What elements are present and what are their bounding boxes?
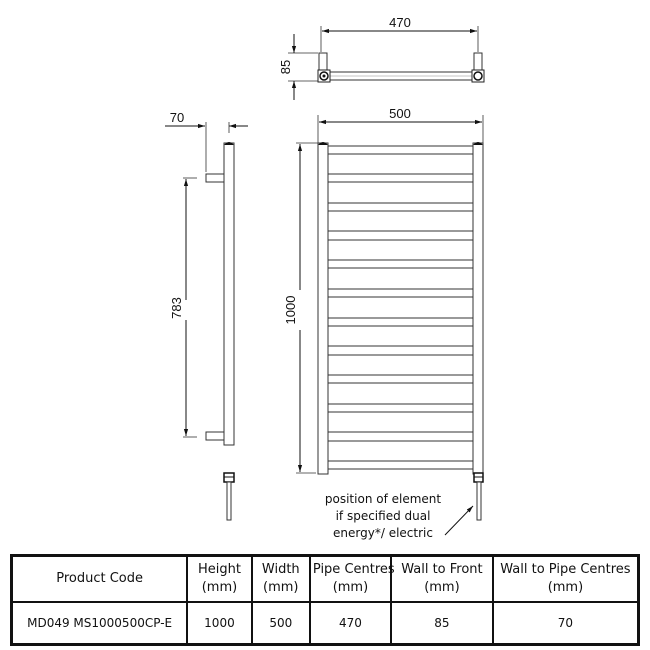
table-row: MD049 MS1000500CP-E 1000 500 470 85 70 — [10, 601, 640, 646]
header-wall-to-front: Wall to Front(mm) — [389, 554, 494, 603]
width-dimension: 500 — [389, 106, 411, 121]
header-width: Width(mm) — [250, 554, 311, 603]
svg-text:energy*/ electric: energy*/ electric — [333, 526, 433, 540]
wall-to-front-dimension: 85 — [278, 60, 293, 74]
header-wall-to-pipe-centres: Wall to Pipe Centres(mm) — [491, 554, 640, 603]
cell-pipe-centres: 470 — [308, 601, 392, 646]
rails — [328, 145, 473, 470]
header-height: Height(mm) — [186, 554, 253, 603]
top-view: 470 85 — [278, 15, 485, 100]
table-header-row: Product Code Height(mm) Width(mm) Pipe C… — [10, 554, 640, 603]
technical-drawing: 470 85 70 783 — [165, 15, 485, 540]
cell-wall-to-front: 85 — [389, 601, 494, 646]
height-dimension: 1000 — [283, 296, 298, 325]
side-view: 70 783 — [165, 110, 248, 521]
cell-width: 500 — [250, 601, 311, 646]
svg-text:if specified dual: if specified dual — [336, 509, 431, 523]
bracket-spacing-dimension: 783 — [169, 297, 184, 319]
cell-height: 1000 — [186, 601, 253, 646]
header-pipe-centres: Pipe Centres(mm) — [308, 554, 395, 603]
cell-product-code: MD049 MS1000500CP-E — [10, 601, 189, 646]
element-position-note: position of element if specified dual en… — [325, 492, 442, 540]
cell-wall-to-pipe-centres: 70 — [491, 601, 640, 646]
wall-to-pipe-dimension: 70 — [170, 110, 184, 125]
pipe-centres-dimension: 470 — [389, 15, 411, 30]
header-product-code: Product Code — [10, 554, 189, 603]
specification-table: Product Code Height(mm) Width(mm) Pipe C… — [10, 554, 640, 646]
front-view: 500 1000 — [283, 106, 484, 536]
svg-text:position of element: position of element — [325, 492, 442, 506]
